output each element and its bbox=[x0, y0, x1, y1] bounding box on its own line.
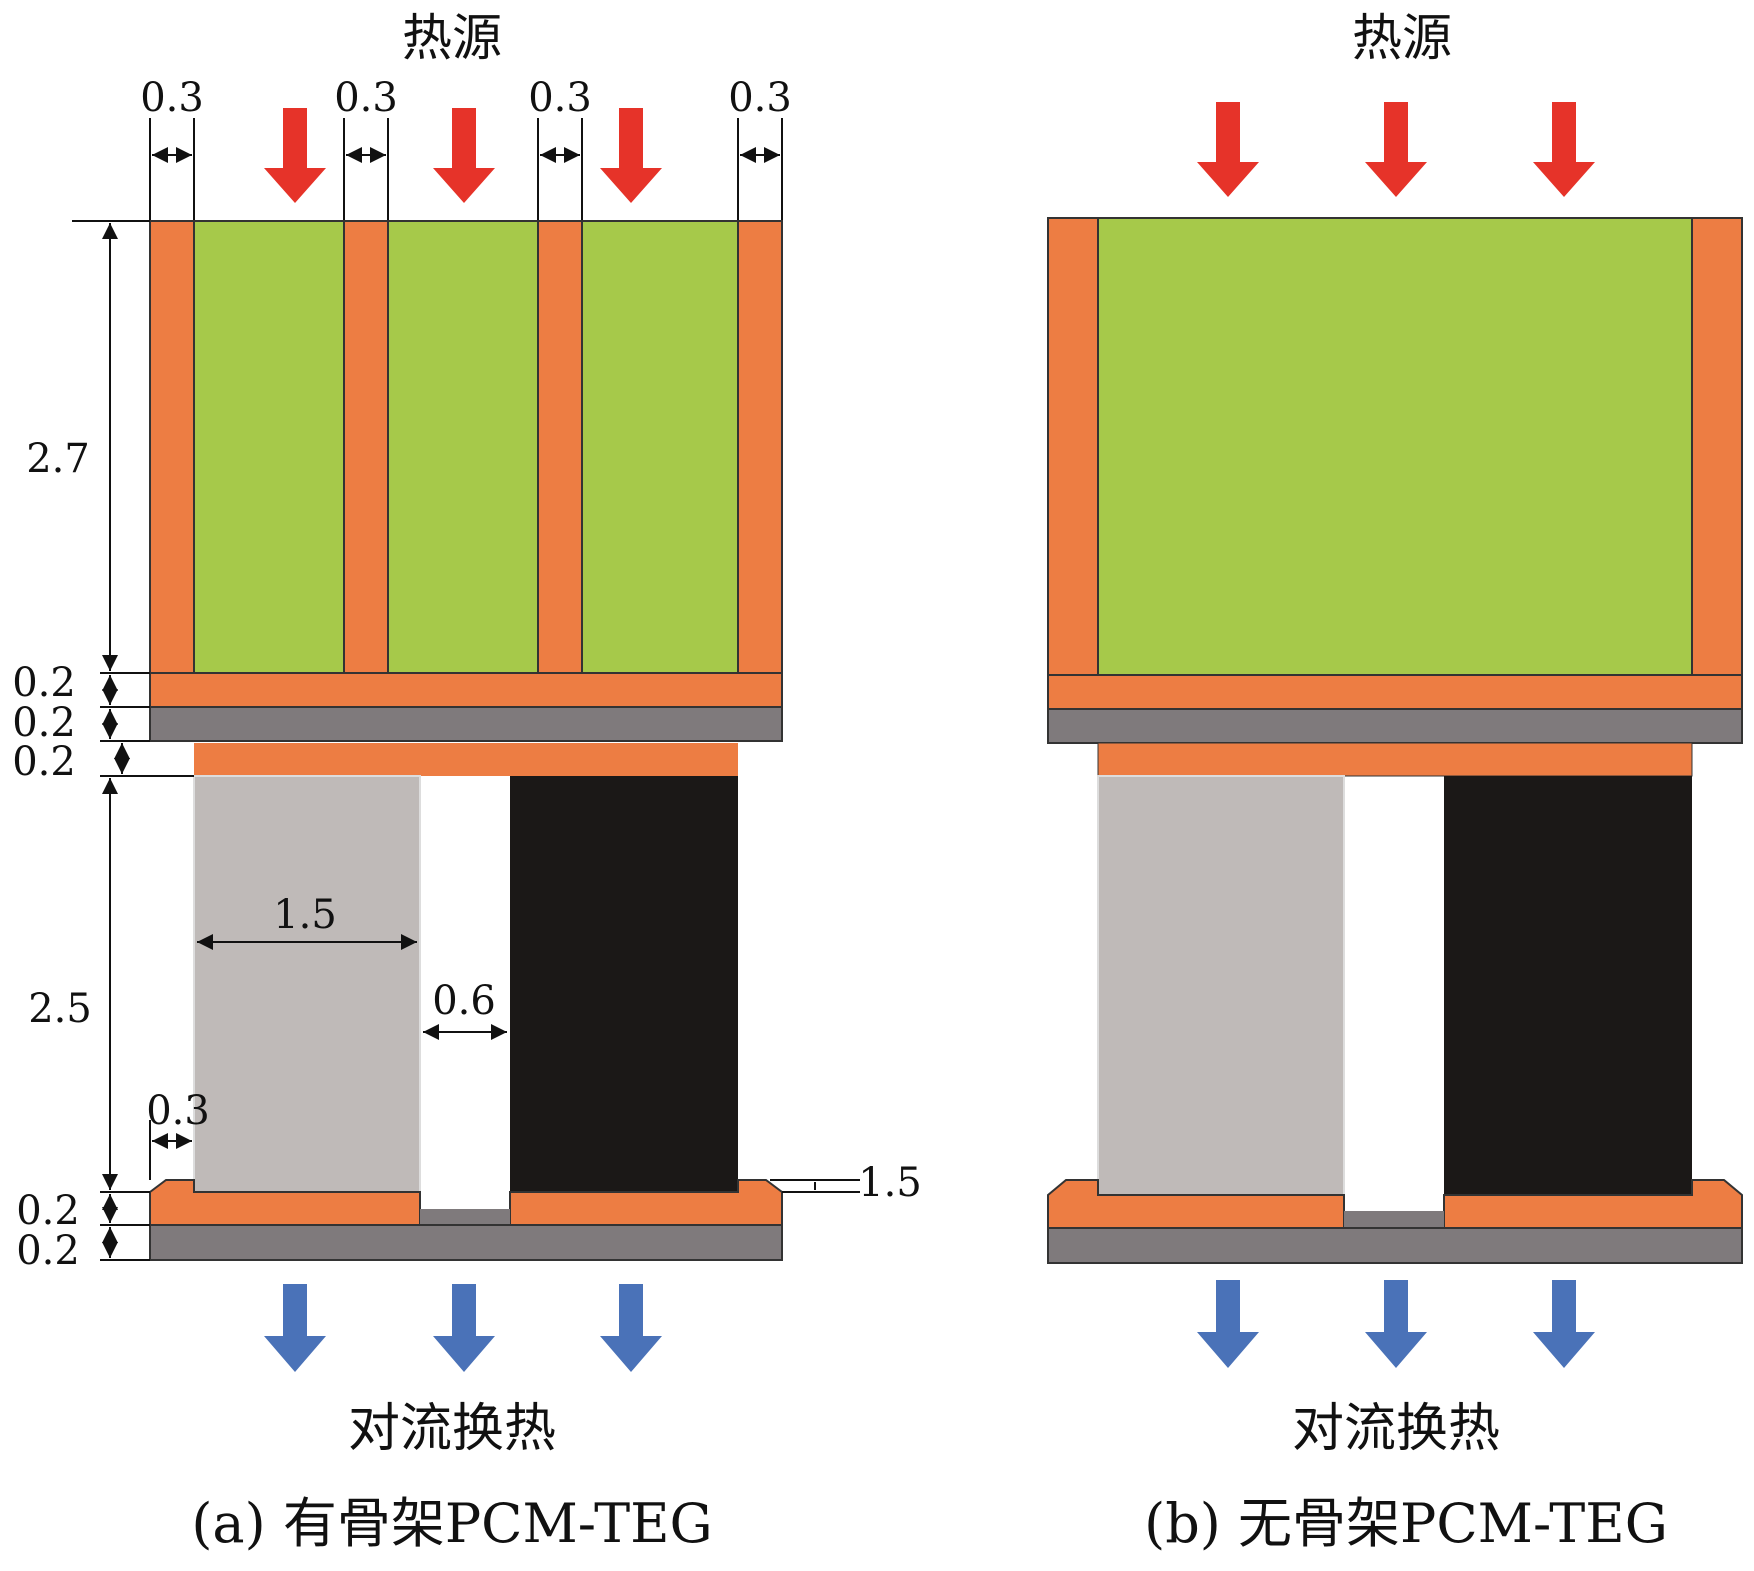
dim-label: 1.5 bbox=[273, 892, 337, 938]
dim-label: 0.3 bbox=[140, 75, 204, 121]
blue-arrow-icon bbox=[1197, 1280, 1259, 1368]
dim-label: 0.2 bbox=[12, 700, 76, 746]
dim-label: 0.3 bbox=[146, 1088, 210, 1134]
convection-label-a: 对流换热 bbox=[348, 1399, 556, 1459]
blue-arrow-icon bbox=[600, 1284, 662, 1372]
convection-arrows-b bbox=[1197, 1280, 1595, 1368]
dim-label: 2.7 bbox=[26, 436, 90, 482]
gap-plate bbox=[1344, 1211, 1444, 1228]
top-electrode bbox=[194, 743, 738, 776]
convection-arrows-a bbox=[264, 1284, 662, 1372]
fin bbox=[537, 220, 583, 674]
teg-a bbox=[149, 743, 783, 1261]
side-wall bbox=[1047, 217, 1099, 676]
red-arrow-icon bbox=[1533, 102, 1595, 197]
bottom-ceramic bbox=[149, 1224, 783, 1261]
p-leg bbox=[1097, 775, 1345, 1196]
blue-arrow-icon bbox=[264, 1284, 326, 1372]
leg-dimensions-a: 1.5 0.6 0.3 1.5 bbox=[146, 892, 922, 1206]
heat-arrows-b bbox=[1197, 102, 1595, 197]
dim-label: 0.3 bbox=[528, 75, 592, 121]
teg-b bbox=[1047, 742, 1743, 1264]
heat-source-label-b: 热源 bbox=[1352, 9, 1452, 67]
panel-b: 热源 对流换热 (b) 无骨架PCM-TE bbox=[1047, 9, 1743, 1555]
caption-a: (a) 有骨架PCM-TEG bbox=[191, 1492, 712, 1555]
heat-source-label-a: 热源 bbox=[402, 9, 502, 67]
pcm-block-b bbox=[1047, 217, 1743, 744]
red-arrow-icon bbox=[1197, 102, 1259, 197]
n-leg bbox=[510, 776, 738, 1192]
blue-arrow-icon bbox=[1365, 1280, 1427, 1368]
dim-label: 1.5 bbox=[858, 1160, 922, 1206]
dim-label: 0.3 bbox=[334, 75, 398, 121]
fin bbox=[737, 220, 783, 674]
dim-label: 2.5 bbox=[28, 986, 92, 1032]
fin bbox=[343, 220, 389, 674]
blue-arrow-icon bbox=[1533, 1280, 1595, 1368]
copper-plate bbox=[1047, 674, 1743, 710]
blue-arrow-icon bbox=[433, 1284, 495, 1372]
dim-label: 0.2 bbox=[16, 1228, 80, 1274]
dim-label: 0.6 bbox=[432, 978, 496, 1024]
bottom-ceramic bbox=[1047, 1227, 1743, 1264]
heat-arrows-a bbox=[264, 108, 662, 203]
fin bbox=[149, 220, 195, 674]
top-dimensions-a: 0.3 0.3 0.3 0.3 bbox=[140, 75, 792, 220]
ceramic-plate bbox=[1047, 708, 1743, 744]
copper-plate bbox=[149, 672, 783, 708]
top-electrode bbox=[1097, 742, 1693, 777]
dim-label: 0.2 bbox=[12, 660, 76, 706]
ceramic-plate bbox=[149, 706, 783, 742]
dim-label: 0.2 bbox=[12, 739, 76, 785]
p-leg bbox=[193, 775, 421, 1193]
red-arrow-icon bbox=[600, 108, 662, 203]
panel-a: 热源 0.3 0.3 0.3 0.3 bbox=[12, 9, 922, 1555]
red-arrow-icon bbox=[433, 108, 495, 203]
dim-label: 0.3 bbox=[728, 75, 792, 121]
caption-b: (b) 无骨架PCM-TEG bbox=[1144, 1492, 1668, 1555]
left-dimensions-a: 2.7 0.2 0.2 0.2 2.5 0.2 0.2 bbox=[12, 220, 194, 1274]
side-wall bbox=[1691, 217, 1743, 676]
red-arrow-icon bbox=[264, 108, 326, 203]
pcm-block-a bbox=[149, 220, 783, 742]
n-leg bbox=[1444, 776, 1692, 1195]
convection-label-b: 对流换热 bbox=[1292, 1399, 1500, 1459]
dim-label: 0.2 bbox=[16, 1188, 80, 1234]
gap-plate bbox=[420, 1209, 510, 1225]
red-arrow-icon bbox=[1365, 102, 1427, 197]
